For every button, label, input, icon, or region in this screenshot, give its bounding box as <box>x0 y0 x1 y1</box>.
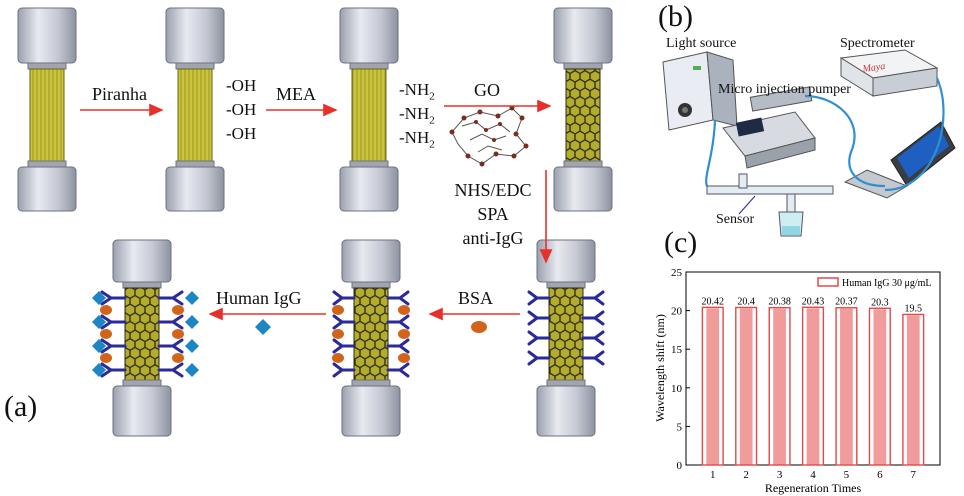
x-tick-label: 7 <box>911 469 917 481</box>
step-label-nhs-edc: NHS/EDC <box>454 180 532 200</box>
fiber-tube-3 <box>339 7 399 212</box>
fiber-tube-6 <box>341 239 401 437</box>
sensor-label: Sensor <box>716 212 755 227</box>
laptop-device <box>843 121 956 199</box>
antibody-group-tube6 <box>332 290 410 378</box>
hydroxyl-group-1: -OH <box>226 76 257 95</box>
fiber-tube-1 <box>17 7 77 212</box>
bar-shade <box>706 308 720 465</box>
spectrometer-brand: Maya <box>861 61 886 75</box>
bar-value-label: 20.3 <box>871 297 889 308</box>
x-tick-label: 4 <box>810 469 816 481</box>
bar-value-label: 20.42 <box>701 296 724 307</box>
fiber-tube-5 <box>536 239 596 437</box>
hydroxyl-group-2: -OH <box>226 100 257 119</box>
bar-shade <box>806 308 820 465</box>
y-tick-label: 10 <box>671 383 683 395</box>
y-tick-label: 15 <box>671 344 683 356</box>
antibody-group-tube7 <box>100 290 184 378</box>
legend-swatch <box>817 277 839 287</box>
spectrometer-device: Maya <box>839 49 939 97</box>
pumper-label: Micro injection pumper <box>718 82 851 97</box>
hydroxyl-group-3: -OH <box>226 124 257 143</box>
x-tick-label: 1 <box>710 469 716 481</box>
injection-pump-device <box>722 86 816 169</box>
spectrometer-label: Spectrometer <box>840 36 915 51</box>
step-label-piranha: Piranha <box>92 84 147 104</box>
step-label-go: GO <box>474 80 500 100</box>
step-label-anti-igg: anti-IgG <box>462 228 524 248</box>
antibody-group-tube5 <box>527 290 605 366</box>
light-source-label: Light source <box>666 36 737 51</box>
bsa-group-tube6 <box>332 305 410 363</box>
bar-value-label: 20.43 <box>802 296 825 307</box>
bar-shade <box>773 308 786 465</box>
bar-shade <box>739 308 753 465</box>
bar-shade <box>873 309 887 465</box>
bar-value-labels: 20.42 20.4 20.38 20.43 20.37 20.3 19.5 <box>701 296 922 314</box>
sensor-fixture <box>706 173 834 237</box>
panel-a-label: (a) <box>4 390 38 423</box>
scheme-diagram <box>17 7 613 437</box>
step-label-mea: MEA <box>276 84 316 104</box>
y-tick-label: 5 <box>677 421 683 433</box>
legend-label: Human IgG 30 μg/mL <box>842 278 932 289</box>
x-tick-label: 5 <box>844 469 850 481</box>
panel-c-label: (c) <box>664 226 698 259</box>
igg-group-tube7 <box>92 291 199 377</box>
y-axis-title: Wavelength shift (nm) <box>653 314 667 422</box>
reaction-arrows <box>80 99 553 321</box>
graphene-oxide-sheet-icon <box>449 105 529 167</box>
bar-shade <box>906 315 920 465</box>
bar-value-label: 20.38 <box>768 297 791 308</box>
bsa-molecule-icon <box>471 321 487 333</box>
bar-shade <box>840 308 853 465</box>
y-axis-ticks: 0 5 10 15 20 25 <box>671 267 690 472</box>
y-tick-label: 0 <box>677 460 683 472</box>
amine-group-1: -NH2 <box>399 80 435 103</box>
x-axis-title: Regeneration Times <box>765 481 862 495</box>
bar-value-label: 20.4 <box>737 297 755 308</box>
x-tick-label: 2 <box>743 469 749 481</box>
fiber-tube-4 <box>553 7 613 212</box>
fiber-tube-7 <box>112 239 172 437</box>
bsa-group-tube7 <box>100 305 184 363</box>
bar-series <box>701 306 925 466</box>
bar-value-label: 19.5 <box>905 303 923 314</box>
y-tick-label: 20 <box>671 306 683 318</box>
y-tick-label: 25 <box>671 267 683 279</box>
x-tick-label: 6 <box>877 469 883 481</box>
step-label-spa: SPA <box>477 204 509 224</box>
x-tick-label: 3 <box>777 469 783 481</box>
step-label-human-igg: Human IgG <box>216 288 302 308</box>
panel-b-label: (b) <box>658 0 693 33</box>
setup-illustration: Maya <box>662 49 956 237</box>
amine-group-3: -NH2 <box>399 128 435 151</box>
legend: Human IgG 30 μg/mL <box>817 277 932 289</box>
amine-group-2: -NH2 <box>399 104 435 127</box>
fiber-tube-2 <box>165 7 225 212</box>
bar-value-label: 20.37 <box>835 297 858 308</box>
step-label-bsa: BSA <box>458 288 494 308</box>
igg-molecule-icon <box>255 319 271 335</box>
